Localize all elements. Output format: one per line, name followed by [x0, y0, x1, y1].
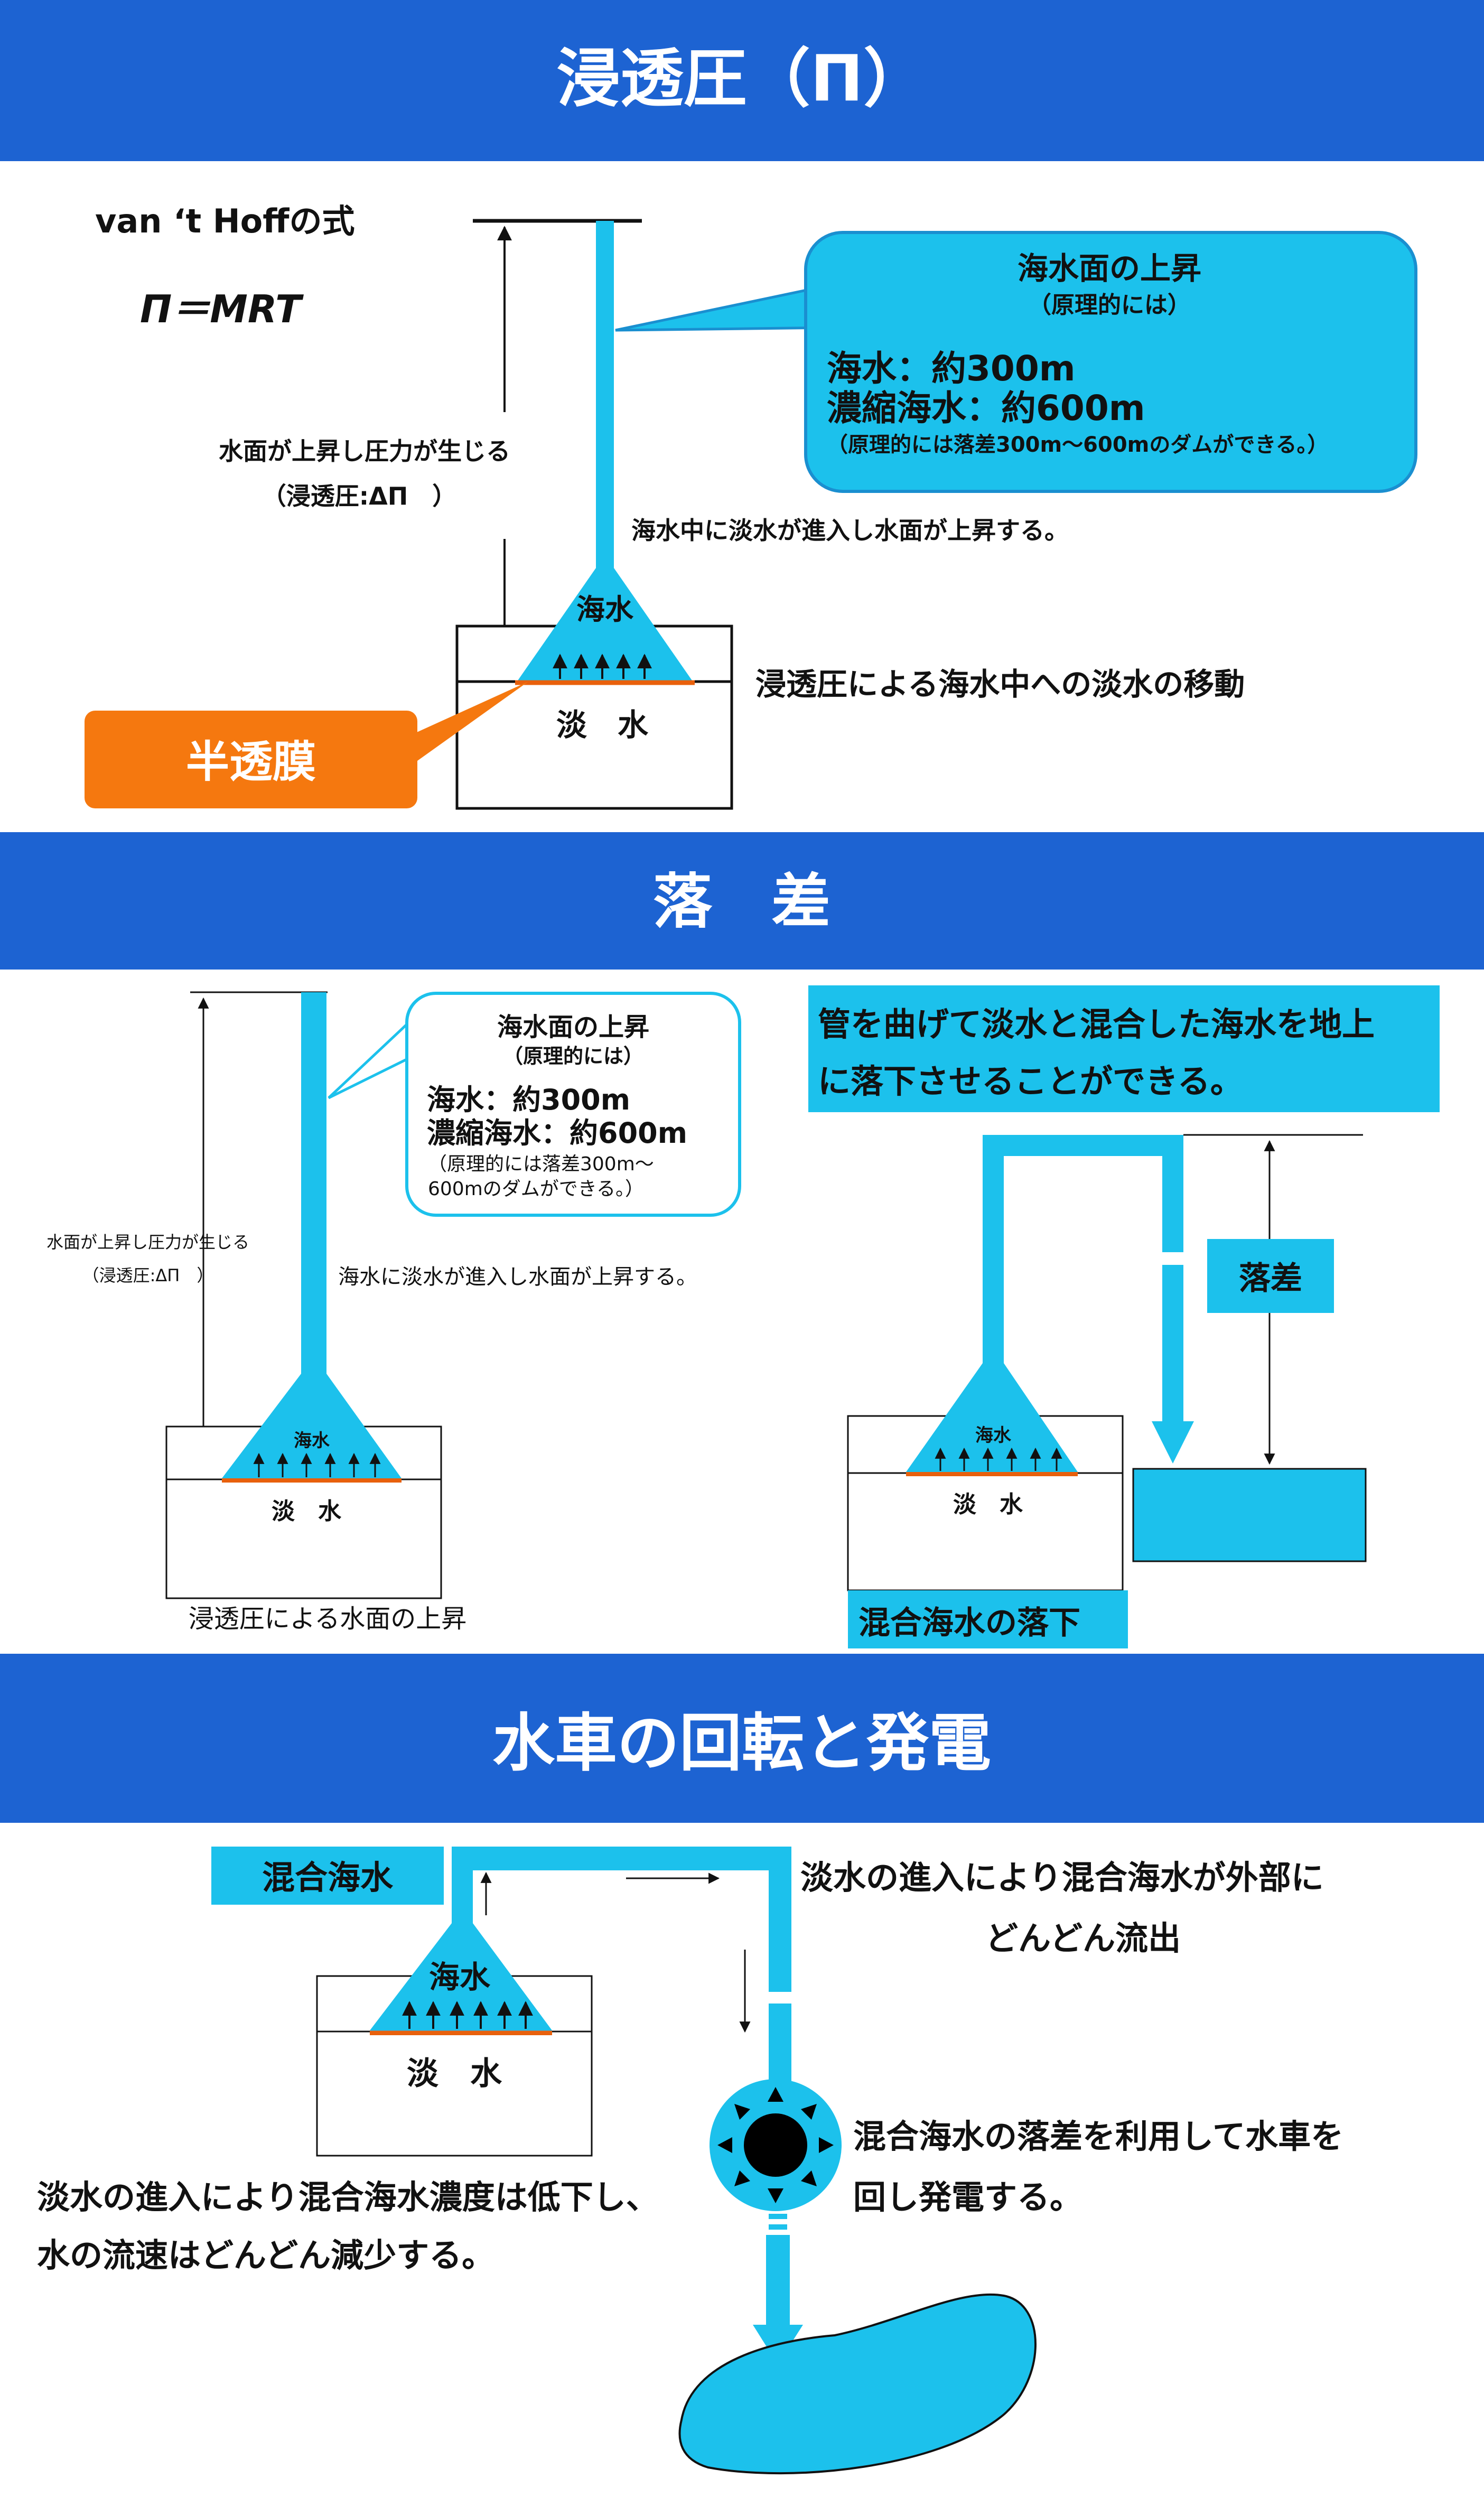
membrane-label-box [85, 711, 417, 808]
pressure-label-sub: （浸透圧:ΔΠ ） [262, 482, 457, 510]
osmosis-arrows [553, 654, 652, 679]
left-caption: 浸透圧による水面の上昇 [189, 1604, 467, 1634]
right-caption-box [848, 1590, 1128, 1648]
rise-text: 海水中に淡水が進入し水面が上昇する。 [631, 516, 1069, 545]
formula-name: van ‘t Hoffの式 [95, 202, 354, 240]
wheel-text-2: 回し発電する。 [853, 2178, 1082, 2216]
right-freshwater-label: 淡 水 [953, 1491, 1023, 1518]
formula: Π＝MRT [140, 287, 304, 331]
callout-pointer [615, 283, 836, 332]
decline-text-1: 淡水の進入により混合海水濃度は低下し、 [37, 2178, 659, 2216]
membrane-pointer [412, 682, 528, 761]
drop-label-box [1207, 1239, 1334, 1313]
seawater-funnel [518, 568, 692, 681]
discharge-pipe-mid [769, 2224, 787, 2230]
right-osmosis-arrows [935, 1447, 1062, 1471]
receiving-tank [1132, 1468, 1367, 1562]
left-callout-concentrated-height: 濃縮海水：約600m [427, 1116, 687, 1150]
discharge-pool [678, 2293, 1037, 2475]
pipe-gap [1160, 1252, 1186, 1265]
callout-title: 海水面の上昇 [1018, 250, 1201, 286]
wheel-stage-seawater: 海水 [429, 1959, 491, 1995]
right-description-box [808, 985, 1440, 1112]
membrane-label: 半透膜 [186, 737, 316, 787]
wheel-stage-osmosis-arrows [402, 2001, 533, 2029]
wheel-stage-freshwater: 淡 水 [407, 2055, 502, 2092]
callout-concentrated-height: 濃縮海水：約600m [827, 388, 1145, 428]
right-caption: 混合海水の落下 [858, 1605, 1080, 1642]
left-freshwater-label: 淡 水 [272, 1498, 342, 1525]
section1-title: 浸透圧（Π） [557, 42, 927, 116]
callout-note: （原理的には落差300m～600mのダムができる。） [827, 433, 1329, 457]
left-callout-note-1: （原理的には落差300m～ [428, 1153, 654, 1175]
movement-text: 浸透圧による海水中への淡水の移動 [755, 666, 1245, 702]
left-rise-text: 海水に淡水が進入し水面が上昇する。 [338, 1265, 697, 1289]
section2-banner [0, 832, 1484, 970]
outflow-pipe-gap [766, 1992, 795, 2004]
decline-text-2: 水の流速はどんどん減少する。 [37, 2236, 494, 2275]
mixed-label-box [211, 1847, 444, 1905]
callout-subtitle: （原理的には） [1028, 292, 1191, 319]
section3-banner [0, 1654, 1484, 1823]
left-callout-title: 海水面の上昇 [497, 1012, 649, 1042]
left-pressure-label-sub: （浸透圧:ΔΠ ） [82, 1265, 214, 1285]
sea-level-callout [804, 231, 1417, 493]
left-seawater-funnel [222, 1374, 402, 1478]
left-callout-seawater-height: 海水：約300m [427, 1083, 630, 1116]
outflow-text-1: 淡水の進入により混合海水が外部に [800, 1858, 1324, 1897]
discharge-pipe-top [769, 2214, 787, 2219]
left-osmosis-arrows [253, 1452, 381, 1477]
section1-banner [0, 0, 1484, 161]
section-osmotic-pressure: 浸透圧（Π） van ‘t Hoffの式 Π＝MRT 水面が上昇し圧力が生じる … [0, 0, 1484, 810]
callout-seawater-height: 海水：約300m [827, 348, 1076, 389]
left-callout [405, 992, 741, 1217]
outflow-text-2: どんどん流出 [985, 1919, 1181, 1958]
pressure-label: 水面が上昇し圧力が生じる [219, 437, 510, 465]
section2-title: 落 差 [653, 868, 830, 936]
left-callout-subtitle: （原理的には） [503, 1045, 643, 1068]
left-pressure-label: 水面が上昇し圧力が生じる [46, 1232, 249, 1252]
right-description-line2: に落下させることができる。 [818, 1062, 1243, 1101]
section3-title: 水車の回転と発電 [492, 1707, 991, 1779]
freshwater-label: 淡 水 [556, 707, 649, 743]
seawater-label: 海水 [576, 593, 634, 626]
section-water-wheel: 水車の回転と発電 混合海水 海水 淡 水 淡水の進入により混合海水が外部に どん… [0, 1654, 1484, 2475]
right-description-line1: 管を曲げて淡水と混合した海水を地上 [818, 1005, 1375, 1043]
mixed-label: 混合海水 [262, 1858, 394, 1897]
falling-water-arrow [1152, 1421, 1194, 1464]
right-bent-pipe [983, 1135, 1183, 1427]
section-head-drop: 落 差 水面が上昇し圧力が生じる （浸透圧:ΔΠ ） 海水面の上昇 （原理的には… [0, 832, 1484, 1648]
wheel-text-1: 混合海水の落差を利用して水車を [853, 2117, 1343, 2156]
left-seawater-label: 海水 [294, 1430, 330, 1451]
discharge-pipe [766, 2235, 790, 2330]
left-callout-note-2: 600mのダムができる。） [428, 1178, 644, 1200]
right-seawater-label: 海水 [975, 1425, 1012, 1446]
right-seawater-funnel [906, 1363, 1078, 1472]
left-water-column [301, 992, 326, 1378]
water-wheel [710, 2079, 842, 2211]
drop-label: 落差 [1239, 1260, 1302, 1297]
rising-water-column [596, 221, 614, 571]
